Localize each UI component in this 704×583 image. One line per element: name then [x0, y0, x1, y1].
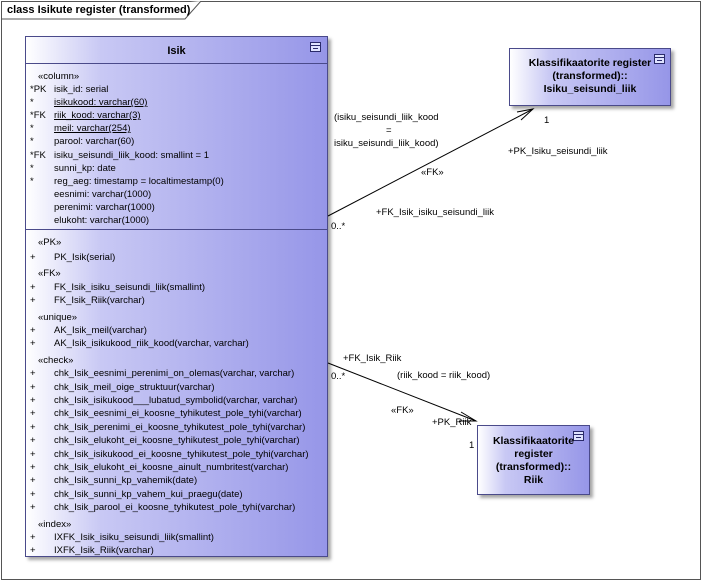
rel2-stereotype: «FK»: [391, 405, 414, 416]
column-prefix: *: [30, 162, 34, 174]
operation-visibility: +: [30, 475, 36, 487]
seisund-title-line1: Klassifikaatorite register: [528, 57, 652, 69]
operation-row[interactable]: chk_Isik_elukoht_ei_koosne_ainult_numbri…: [54, 462, 289, 473]
operation-visibility: +: [30, 408, 36, 420]
column-prefix: *FK: [30, 149, 46, 161]
stereotype-unique: «unique»: [38, 311, 78, 323]
column-prefix: *FK: [30, 110, 46, 122]
frame-tab-outline: [1, 1, 202, 20]
column-row[interactable]: isikukood: varchar(60): [54, 97, 148, 109]
operation-row[interactable]: chk_Isik_isikukood_ei_koosne_tyhikutest_…: [54, 448, 309, 460]
operation-row[interactable]: chk_Isik_eesnimi_ei_koosne_tyhikutest_po…: [54, 408, 302, 420]
column-row[interactable]: perenimi: varchar(1000): [54, 201, 155, 213]
rel2-condition: (riik_kood = riik_kood): [397, 370, 491, 381]
rel1-condition-line1: (isiku_seisundi_liik_kood: [334, 112, 439, 123]
operation-visibility: +: [30, 545, 36, 557]
operation-visibility: +: [30, 368, 36, 380]
riik-title-line2: register: [514, 448, 553, 460]
column-row[interactable]: eesnimi: varchar(1000): [54, 188, 152, 200]
rel2-source-multiplicity: 0..*: [331, 371, 346, 382]
column-prefix: *: [30, 175, 34, 187]
class-icon: [310, 42, 321, 52]
stereotype-fk: «FK»: [38, 268, 61, 280]
column-prefix: *: [30, 97, 34, 109]
operation-visibility: +: [30, 421, 36, 433]
class-icon: [654, 54, 665, 64]
column-row[interactable]: elukoht: varchar(1000): [54, 215, 150, 226]
fk-arrowhead-riik: [459, 411, 478, 422]
operation-visibility: +: [30, 295, 36, 307]
stereotype-index: «index»: [38, 518, 72, 530]
operation-row[interactable]: chk_Isik_isikukood___lubatud_symbolid(va…: [54, 395, 298, 406]
stereotype-check: «check»: [38, 354, 74, 366]
column-row[interactable]: isiku_seisundi_liik_kood: smallint = 1: [54, 149, 209, 161]
column-prefix: *: [30, 136, 34, 148]
operation-row[interactable]: chk_Isik_sunni_kp_vahemik(date): [54, 475, 198, 487]
riik-class[interactable]: Klassifikaatorite register (transformed)…: [477, 425, 590, 495]
operation-row[interactable]: chk_Isik_parool_ei_koosne_tyhikutest_pol…: [54, 502, 296, 514]
column-row[interactable]: riik_kood: varchar(3): [54, 110, 141, 122]
frame-title: class Isikute register (transformed): [7, 4, 191, 16]
operation-row[interactable]: FK_Isik_Riik(varchar): [54, 295, 145, 307]
riik-title-line3: (transformed)::: [495, 461, 572, 473]
class-icon: [573, 431, 584, 441]
rel1-condition-line3: isiku_seisundi_liik_kood): [334, 138, 439, 149]
operation-visibility: +: [30, 281, 36, 293]
rel1-target-role: +PK_Isiku_seisundi_liik: [508, 146, 608, 157]
operation-visibility: +: [30, 338, 36, 350]
title-separator: [26, 63, 327, 64]
rel1-target-multiplicity: 1: [544, 115, 550, 126]
fk-arrowhead-isiku-seisundi-liik: [516, 108, 535, 121]
fk-line-riik: [327, 362, 477, 422]
fk-line-isiku-seisundi-liik: [327, 108, 534, 217]
seisund-title-line2: (transformed)::: [552, 70, 628, 82]
seisund-title-line3: Isiku_seisundi_liik: [543, 83, 637, 95]
column-row[interactable]: sunni_kp: date: [54, 162, 116, 174]
operation-visibility: +: [30, 462, 36, 473]
operation-visibility: +: [30, 488, 36, 500]
operation-row[interactable]: chk_Isik_meil_oige_struktuur(varchar): [54, 381, 215, 393]
operation-row[interactable]: AK_Isik_meil(varchar): [54, 325, 147, 336]
operation-row[interactable]: AK_Isik_isikukood_riik_kood(varchar, var…: [54, 338, 249, 350]
rel1-source-multiplicity: 0..*: [331, 221, 346, 232]
attributes-separator: [26, 229, 327, 230]
riik-title-line4: Riik: [523, 474, 544, 486]
isiku-seisundi-liik-class[interactable]: Klassifikaatorite register (transformed)…: [509, 48, 671, 106]
rel1-condition-line2: =: [386, 125, 392, 136]
operation-row[interactable]: IXFK_Isik_Riik(varchar): [54, 545, 154, 557]
rel2-source-role: +FK_Isik_Riik: [343, 353, 402, 364]
column-row[interactable]: isik_id: serial: [54, 84, 109, 95]
rel1-source-role: +FK_Isik_isiku_seisundi_liik: [376, 207, 495, 218]
column-row[interactable]: meil: varchar(254): [54, 123, 131, 135]
column-row[interactable]: parool: varchar(60): [54, 136, 135, 148]
operation-visibility: +: [30, 325, 36, 336]
column-prefix: *PK: [30, 84, 47, 95]
operation-visibility: +: [30, 381, 36, 393]
column-row[interactable]: reg_aeg: timestamp = localtimestamp(0): [54, 175, 224, 187]
operation-visibility: +: [30, 435, 36, 447]
stereotype-column: «column»: [38, 71, 80, 82]
column-prefix: *: [30, 123, 34, 135]
operation-visibility: +: [30, 532, 36, 543]
stereotype-pk: «PK»: [38, 237, 62, 248]
isik-class-title: Isik: [167, 45, 186, 57]
operation-visibility: +: [30, 252, 36, 263]
operation-visibility: +: [30, 502, 36, 514]
rel2-target-multiplicity: 1: [469, 440, 475, 451]
operation-row[interactable]: chk_Isik_eesnimi_perenimi_on_olemas(varc…: [54, 368, 295, 380]
operation-row[interactable]: PK_Isik(serial): [54, 252, 116, 263]
operation-row[interactable]: chk_Isik_elukoht_ei_koosne_tyhikutest_po…: [54, 435, 300, 447]
operation-row[interactable]: FK_Isik_isiku_seisundi_liik(smallint): [54, 281, 205, 293]
operation-row[interactable]: IXFK_Isik_isiku_seisundi_liik(smallint): [54, 532, 214, 543]
operation-visibility: +: [30, 448, 36, 460]
operation-visibility: +: [30, 395, 36, 406]
isik-class[interactable]: Isik «column» *PK isik_id: serial * isikuko…: [25, 36, 328, 557]
rel1-stereotype: «FK»: [421, 167, 444, 178]
operation-row[interactable]: chk_Isik_sunni_kp_vahem_kui_praegu(date): [54, 488, 243, 500]
operation-row[interactable]: chk_Isik_perenimi_ei_koosne_tyhikutest_p…: [54, 421, 306, 433]
rel2-target-role: +PK_Riik: [432, 417, 472, 428]
riik-title-line1: Klassifikaatorite: [492, 435, 575, 447]
